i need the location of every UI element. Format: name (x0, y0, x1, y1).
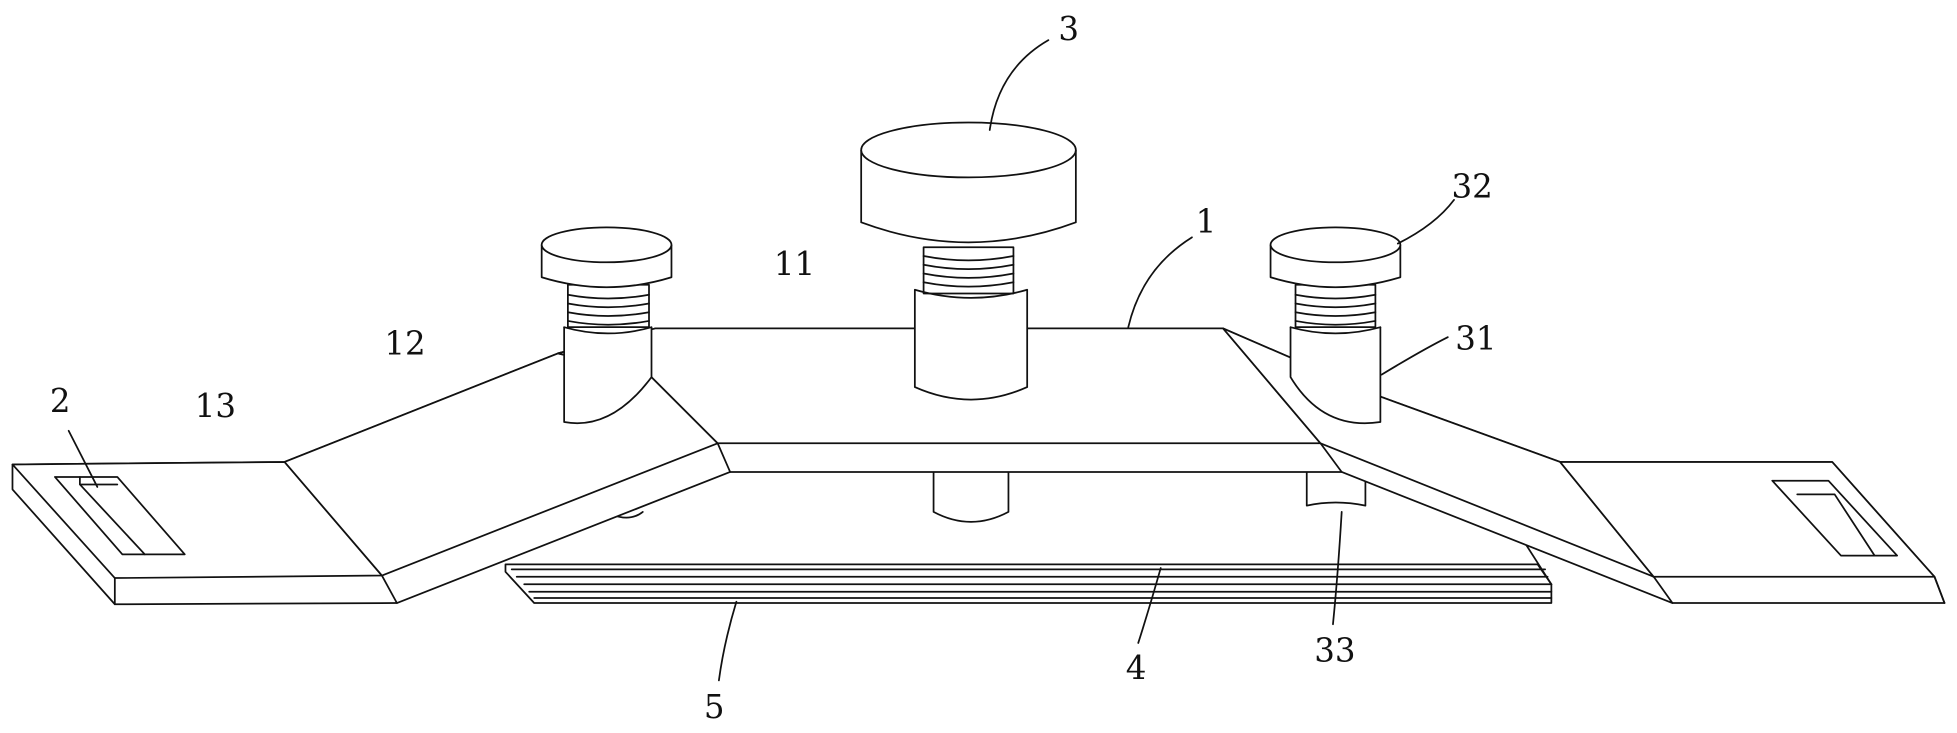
pad-stack (505, 539, 1551, 603)
label-4: 4 (1126, 649, 1147, 687)
label-3: 3 (1058, 10, 1079, 48)
label-31: 31 (1455, 320, 1496, 358)
label-32: 32 (1452, 167, 1493, 205)
label-1: 1 (1196, 202, 1217, 240)
label-33: 33 (1314, 632, 1355, 670)
label-12: 12 (384, 325, 425, 363)
lower-pins (612, 472, 1366, 522)
label-11: 11 (774, 245, 815, 283)
label-13: 13 (195, 387, 236, 425)
label-5: 5 (704, 688, 725, 726)
label-2: 2 (50, 382, 71, 420)
